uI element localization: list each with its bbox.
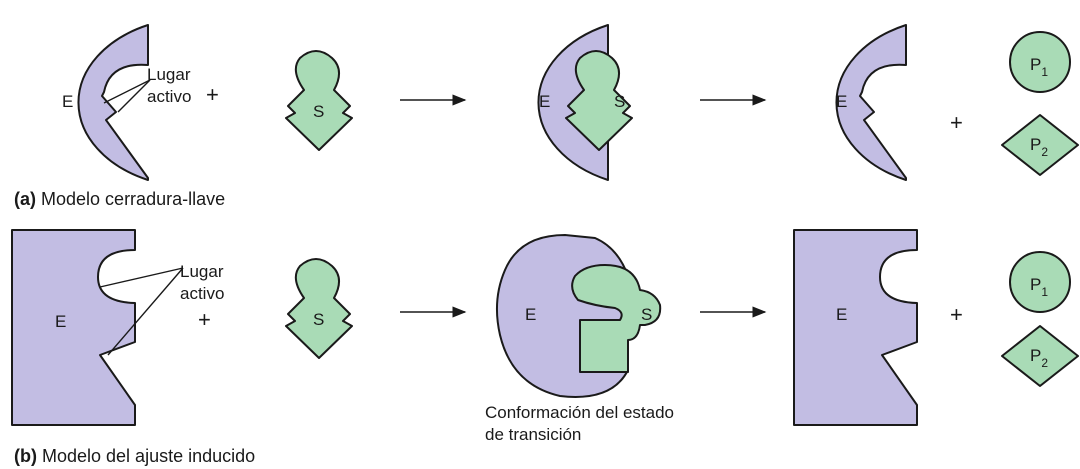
active-site-pointer-a1 bbox=[103, 79, 151, 104]
enzyme-a3 bbox=[835, 24, 907, 181]
plus-a1: + bbox=[206, 82, 219, 107]
product1-label-a: P1 bbox=[1030, 55, 1048, 79]
enzyme-label-b2: E bbox=[525, 305, 536, 324]
enzyme-b3 bbox=[793, 229, 918, 426]
active-site-label-b-line1: Lugar bbox=[180, 262, 224, 281]
active-site-pointer-b1 bbox=[99, 267, 184, 288]
substrate-label-a: S bbox=[313, 102, 324, 121]
product2-label-a: P2 bbox=[1030, 135, 1048, 159]
plus-b1: + bbox=[198, 307, 211, 332]
substrate-label-b2: S bbox=[641, 305, 652, 324]
product1-label-b: P1 bbox=[1030, 275, 1048, 299]
product1-b bbox=[1009, 251, 1071, 313]
active-site-label-a-line2: activo bbox=[147, 87, 191, 106]
enzyme-label-a2: E bbox=[539, 92, 550, 111]
enzyme-label-b3: E bbox=[836, 305, 847, 324]
substrate-label-b: S bbox=[313, 310, 324, 329]
substrate-a-bound bbox=[565, 50, 633, 151]
substrate-a bbox=[285, 50, 353, 151]
substrate-label-a-bound: S bbox=[614, 92, 625, 111]
transition-label-line1: Conformación del estado bbox=[485, 403, 674, 422]
active-site-label-b-line2: activo bbox=[180, 284, 224, 303]
active-site-pointer-b2 bbox=[107, 267, 184, 356]
active-site-label-a-line1: Lugar bbox=[147, 65, 191, 84]
transition-label-line2: de transición bbox=[485, 425, 581, 444]
product2-b bbox=[1001, 325, 1079, 387]
plus-b2: + bbox=[950, 302, 963, 327]
substrate-b-transition bbox=[571, 264, 662, 373]
product2-label-b: P2 bbox=[1030, 346, 1048, 370]
substrate-b bbox=[285, 258, 353, 359]
enzyme-label-a1: E bbox=[62, 92, 73, 111]
enzyme-label-b1: E bbox=[55, 312, 66, 331]
enzyme-label-a3: E bbox=[836, 92, 847, 111]
enzyme-a1 bbox=[77, 24, 149, 181]
panel-a-caption: (a) Modelo cerradura-llave bbox=[14, 189, 225, 209]
active-site-pointer-a2 bbox=[117, 79, 151, 113]
panel-b-caption: (b) Modelo del ajuste inducido bbox=[14, 446, 255, 466]
product2-a bbox=[1001, 114, 1079, 176]
enzyme-b1 bbox=[11, 229, 136, 426]
product1-a bbox=[1009, 31, 1071, 93]
plus-a2: + bbox=[950, 110, 963, 135]
